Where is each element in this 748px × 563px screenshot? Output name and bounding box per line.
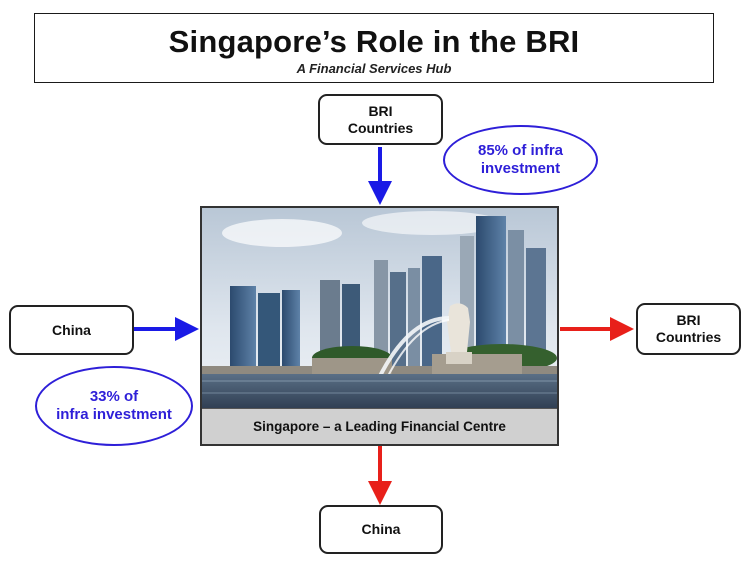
singapore-photo: Singapore – a Leading Financial Centre bbox=[200, 206, 559, 446]
node-china-bottom: China bbox=[319, 505, 443, 554]
singapore-skyline-merlion-photo bbox=[202, 208, 557, 409]
node-bri-countries-top: BRI Countries bbox=[318, 94, 443, 145]
annotation-33-percent: 33% of infra investment bbox=[35, 366, 193, 446]
title-box: Singapore’s Role in the BRI A Financial … bbox=[34, 13, 714, 83]
photo-caption: Singapore – a Leading Financial Centre bbox=[202, 408, 557, 444]
annotation-85-percent: 85% of infra investment bbox=[443, 125, 598, 195]
node-china-left: China bbox=[9, 305, 134, 355]
diagram-title: Singapore’s Role in the BRI bbox=[168, 24, 580, 59]
diagram-subtitle: A Financial Services Hub bbox=[296, 61, 452, 76]
node-bri-countries-right: BRI Countries bbox=[636, 303, 741, 355]
